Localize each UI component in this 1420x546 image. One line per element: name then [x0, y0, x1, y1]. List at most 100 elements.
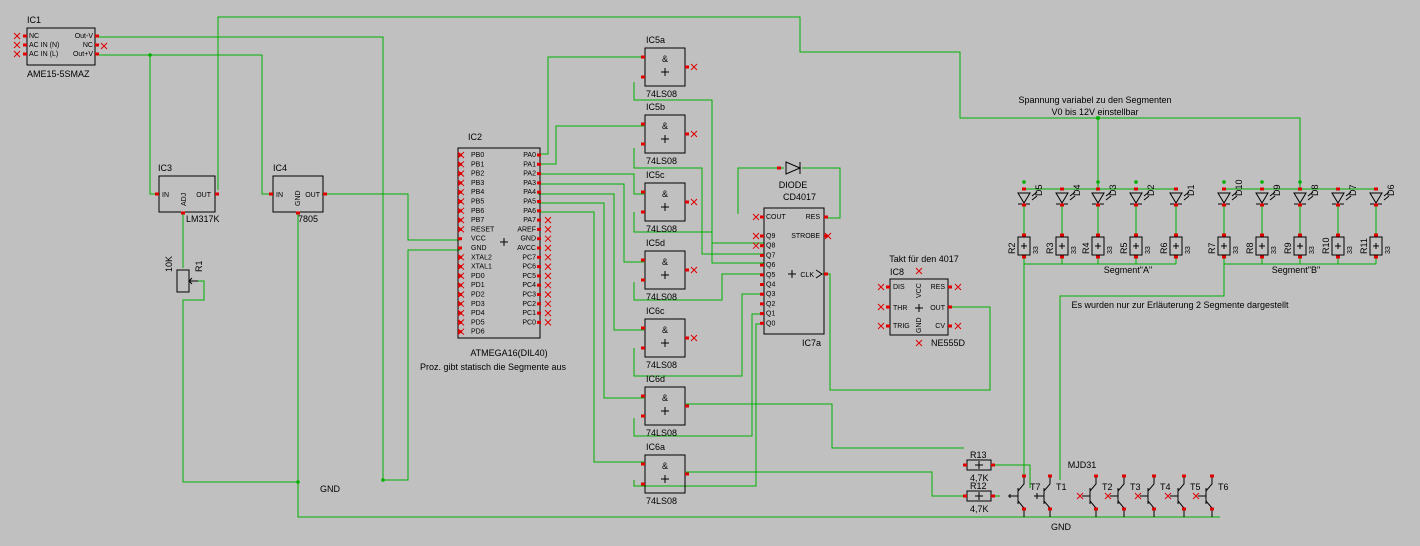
ic2-rpin-7: PA7 [523, 217, 536, 224]
ic8-pin-dis: DIS [893, 284, 905, 291]
gate-0-symbol: & [662, 54, 668, 64]
ic4-pin-in: IN [276, 192, 283, 199]
ic2-lpin-16: PD3 [471, 301, 485, 308]
a-res-value-3: 33 [1145, 246, 1152, 254]
ic8-pin-res: RES [931, 284, 946, 291]
ic7-lpin-7: Q3 [766, 291, 775, 298]
diode-label: DIODE [779, 180, 808, 190]
transistor-2 [1082, 476, 1097, 517]
b-led-label-2: D8 [1310, 184, 1320, 196]
ic4-pin-out: OUT [305, 192, 321, 199]
r1-value: 10K [164, 256, 174, 272]
b-led-label-3: D7 [1348, 184, 1358, 196]
supply-note-2: V0 bis 12V einstellbar [1051, 107, 1138, 117]
b-led-3 [1331, 192, 1345, 205]
ic8-pin-trig: TRIG [893, 323, 910, 330]
b-res-1 [1255, 236, 1269, 256]
ic7-lpin-6: Q4 [766, 282, 775, 289]
ic8-pin-gnd: GND [916, 317, 923, 333]
b-led-0 [1217, 192, 1231, 205]
segment-a: Segment"A" [1104, 265, 1152, 275]
ic2-rpin-1: PA1 [523, 161, 536, 168]
ic2-rpin-16: PC2 [522, 301, 536, 308]
gate-4-symbol: & [662, 325, 668, 335]
ic1-rpin-2: Out+V [73, 51, 93, 58]
a-led-label-0: D5 [1034, 184, 1044, 196]
transistor-1-label: T1 [1056, 482, 1067, 492]
b-led-label-1: D9 [1272, 184, 1282, 196]
ic2-rpin-13: PC5 [522, 273, 536, 280]
ic1-pin-0: NC [29, 33, 39, 40]
r13-value: 4,7K [970, 473, 989, 483]
ic8-pin-cv: CV [935, 323, 945, 330]
a-res-value-0: 33 [1033, 246, 1040, 254]
ic7-lpin-4: Q6 [766, 262, 775, 269]
r12-value: 4,7K [970, 504, 989, 514]
ic2-lpin-3: PB3 [471, 180, 484, 187]
proc-note: Proz. gibt statisch die Segmente aus [420, 362, 567, 372]
segments-note: Es wurden nur zur Erläuterung 2 Segmente… [1071, 300, 1289, 310]
ic7-rpin-2: CLK [800, 272, 814, 279]
ic7-lpin-9: Q1 [766, 311, 775, 318]
ic2-part: ATMEGA16(DIL40) [470, 348, 547, 358]
transistor-3-label: T3 [1130, 482, 1141, 492]
ic2-lpin-17: PD4 [471, 310, 485, 317]
ic7-rpin-1: STROBE [791, 233, 820, 240]
ic2-lpin-2: PB2 [471, 171, 484, 178]
a-res-name-0: R2 [1007, 242, 1017, 254]
gate-4-part: 74LS08 [646, 360, 677, 370]
b-res-value-2: 33 [1309, 246, 1316, 254]
transistor-2-label: T2 [1102, 482, 1113, 492]
a-led-1 [1055, 192, 1069, 205]
ic2-lpin-18: PD5 [471, 319, 485, 326]
ic8-name: IC8 [890, 267, 904, 277]
a-res-0 [1017, 236, 1031, 256]
ic7-name: IC7a [802, 338, 821, 348]
segment-b: Segment"B" [1272, 265, 1320, 275]
gate-1-name: IC5b [646, 102, 665, 112]
ic1-rpin-0: Out-V [75, 33, 94, 40]
ic3-pin-adj: ADJ [181, 193, 188, 206]
b-res-name-1: R8 [1245, 242, 1255, 254]
ic2-lpin-0: PB0 [471, 152, 484, 159]
a-res-name-2: R4 [1081, 242, 1091, 254]
wire-layer [96, 16, 1377, 518]
a-led-0 [1017, 192, 1031, 205]
ic1-pin-1: AC IN (N) [29, 42, 59, 49]
ic2-name: IC2 [468, 132, 482, 142]
b-res-0 [1217, 236, 1231, 256]
transistor-4-label: T4 [1160, 482, 1171, 492]
ic2-rpin-11: PC7 [522, 254, 536, 261]
ic2-rpin-2: PA2 [523, 171, 536, 178]
gate-1-symbol: & [662, 121, 668, 131]
ic2-rpin-18: PC0 [522, 319, 536, 326]
gate-2-symbol: & [662, 189, 668, 199]
b-res-value-0: 33 [1233, 246, 1240, 254]
transistor-part: MJD31 [1068, 460, 1097, 470]
ic3-pin-in: IN [162, 192, 169, 199]
a-res-3 [1129, 236, 1143, 256]
gate-5-symbol: & [662, 393, 668, 403]
gate-3-symbol: & [662, 257, 668, 267]
gate-6-name: IC6a [646, 442, 665, 452]
ic2-rpin-5: PA5 [523, 199, 536, 206]
a-led-4 [1169, 192, 1183, 205]
transistor-5 [1170, 476, 1185, 517]
b-led-2 [1293, 192, 1307, 205]
gate-6-symbol: & [662, 461, 668, 471]
a-res-value-4: 33 [1185, 246, 1192, 254]
a-led-label-1: D4 [1072, 184, 1082, 196]
gate-3-name: IC5d [646, 238, 665, 248]
a-led-label-2: D3 [1108, 184, 1118, 196]
ic2-rpin-12: PC6 [522, 264, 536, 271]
ic7-lpin-0: COUT [766, 214, 787, 221]
supply-note-1: Spannung variabel zu den Segmenten [1018, 95, 1171, 105]
ic2-body [457, 147, 541, 339]
b-res-name-2: R9 [1283, 242, 1293, 254]
ic2-rpin-17: PC1 [522, 310, 536, 317]
gate-2-name: IC5c [646, 170, 665, 180]
a-led-2 [1091, 192, 1105, 205]
ic2-rpin-9: GND [520, 236, 536, 243]
